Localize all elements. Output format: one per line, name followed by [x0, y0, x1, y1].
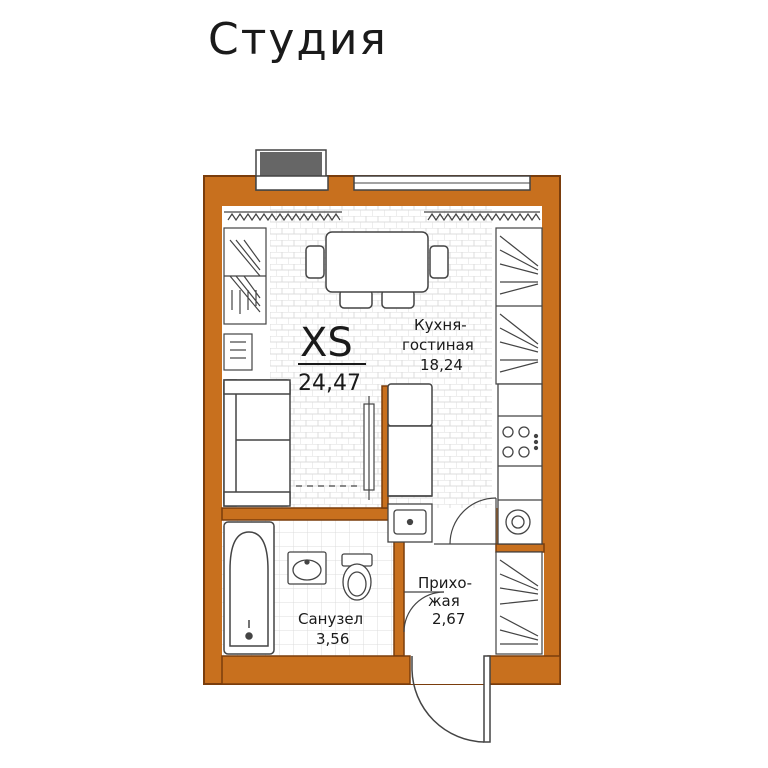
bath-name-label: Санузел [298, 610, 363, 628]
tv-stand [296, 396, 375, 500]
bathroom-sink [287, 551, 327, 585]
cooktop [502, 426, 539, 458]
living-area-label: 18,24 [420, 356, 463, 374]
window-top-left [255, 149, 329, 191]
hall-name-line2: жая [428, 592, 460, 610]
bathroom-door [403, 591, 445, 633]
bathtub [223, 521, 275, 655]
sofa [223, 379, 291, 507]
kitchen-door [434, 497, 497, 545]
toilet [341, 553, 373, 601]
kitchen-sink [387, 503, 433, 543]
hall-area-label: 2,67 [432, 610, 465, 628]
fridge [387, 383, 433, 497]
page-title: Студия [208, 14, 388, 65]
dining-table [305, 231, 449, 309]
total-area-label: 24,47 [298, 371, 361, 396]
apartment-type-label: XS [300, 320, 353, 366]
interior-walls [221, 385, 561, 685]
living-name-line1: Кухня- [414, 316, 467, 334]
wardrobe-top-left [223, 227, 267, 325]
hall-name-line1: Прихо- [418, 574, 472, 592]
window-top-right [353, 175, 531, 191]
curtain-left [224, 211, 342, 222]
curtain-right [424, 211, 541, 222]
bath-area-label: 3,56 [316, 630, 349, 648]
living-name-line2: гостиная [402, 336, 474, 354]
shelf-unit [223, 333, 253, 371]
wardrobe-hall [495, 551, 543, 655]
washing-machine [505, 509, 531, 535]
entry-door [411, 655, 491, 743]
wardrobe-right [495, 227, 543, 385]
